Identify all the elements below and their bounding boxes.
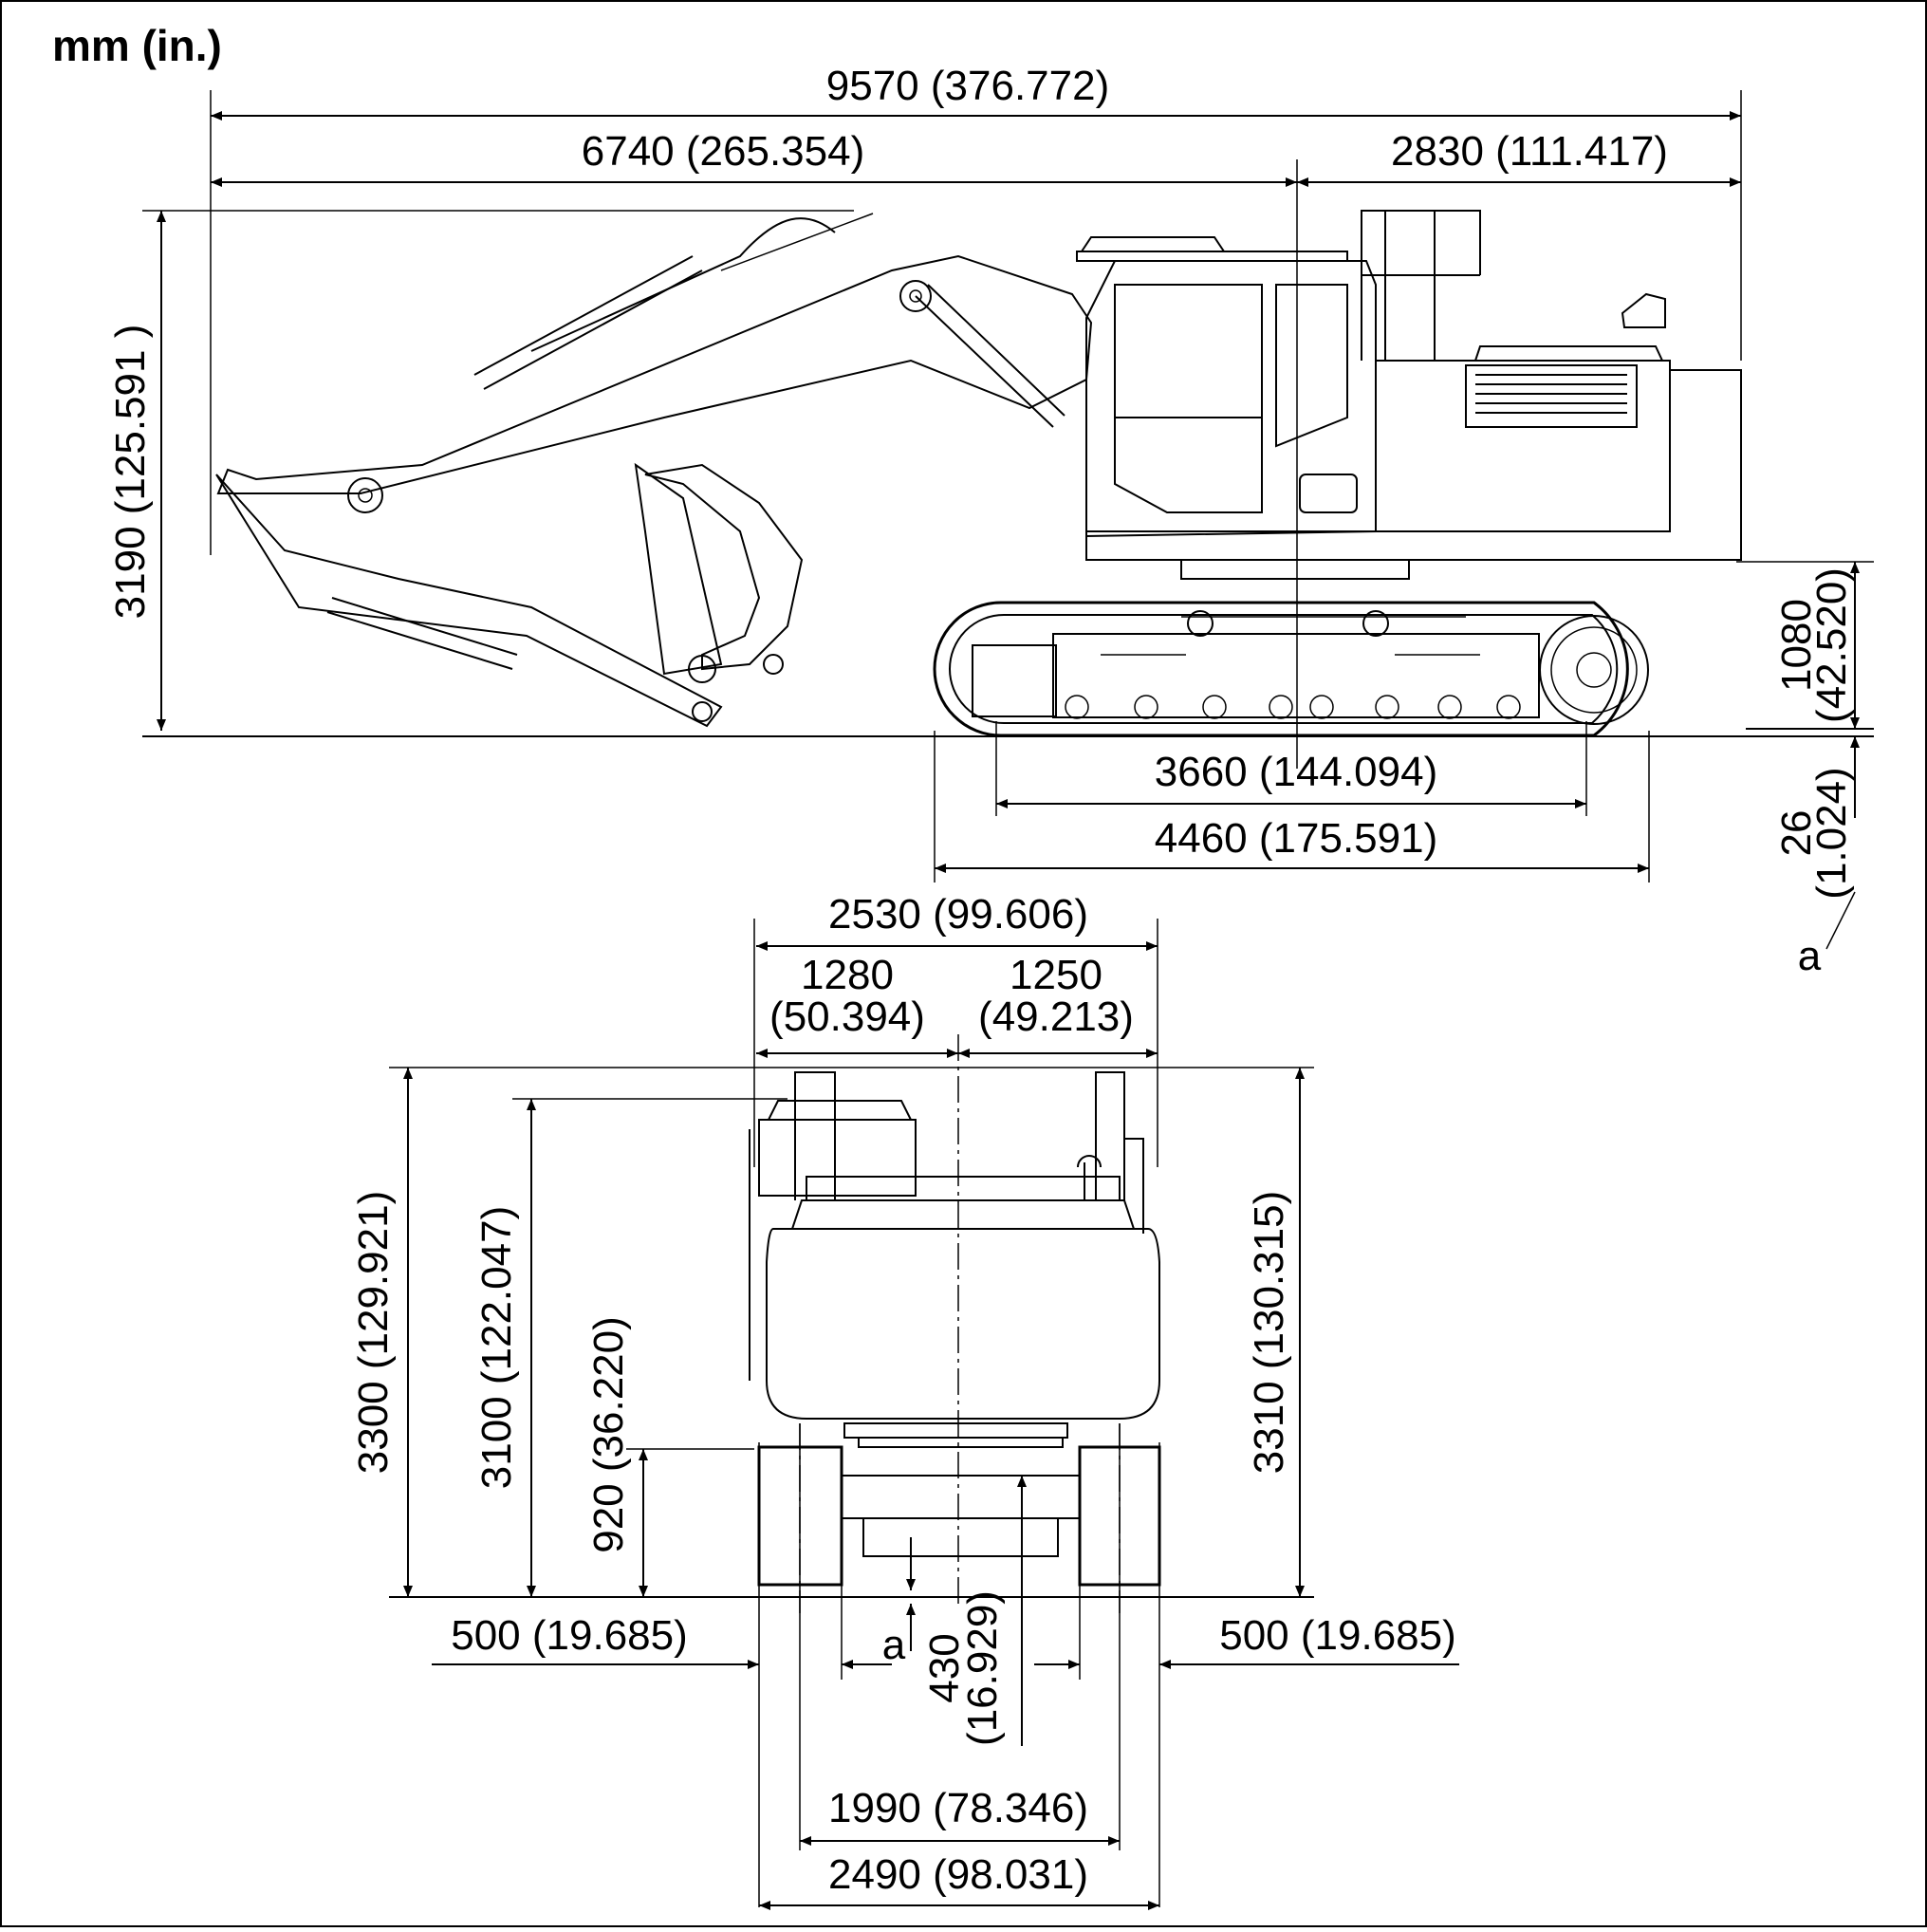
rear-view: 2530 (99.606) 1280 (50.394) 1250 (49.213… bbox=[350, 891, 1459, 1910]
unit-label: mm (in.) bbox=[52, 21, 222, 70]
dim-cw-height: 920 (36.220) bbox=[585, 1316, 632, 1553]
dim-front-length: 6740 (265.354) bbox=[582, 128, 864, 175]
dim-left-width-in: (50.394) bbox=[769, 994, 925, 1040]
dim-left-width-mm: 1280 bbox=[801, 952, 894, 998]
dim-track-width: 2490 (98.031) bbox=[828, 1851, 1088, 1898]
handrail-right bbox=[1095, 1071, 1125, 1200]
dim-height-right: 3310 (130.315) bbox=[1246, 1191, 1292, 1474]
excavator-side-drawing bbox=[215, 210, 1742, 737]
sprocket bbox=[1539, 615, 1649, 725]
handrail-left bbox=[794, 1071, 836, 1200]
dim-shoe-width-left: 500 (19.685) bbox=[451, 1612, 688, 1659]
track-right bbox=[1078, 1445, 1161, 1587]
track-left bbox=[757, 1445, 843, 1587]
dim-track-length: 4460 (175.591) bbox=[1155, 815, 1437, 862]
dim-right-width-mm: 1250 bbox=[1010, 952, 1102, 998]
dim-overall-width: 2530 (99.606) bbox=[828, 891, 1088, 938]
dim-height-cab: 3100 (122.047) bbox=[473, 1206, 520, 1489]
dim-ground-clearance-mm: 430 bbox=[921, 1633, 968, 1702]
dim-cw-clearance-in: (42.520) bbox=[1808, 567, 1855, 723]
dim-tumbler-distance: 3660 (144.094) bbox=[1155, 749, 1437, 795]
counterweight bbox=[766, 1228, 1160, 1420]
track-outline bbox=[933, 601, 1629, 737]
dim-track-gauge: 1990 (78.346) bbox=[828, 1785, 1088, 1831]
dim-shoe-width-right: 500 (19.685) bbox=[1219, 1612, 1456, 1659]
dim-height-handrail: 3300 (129.921) bbox=[350, 1191, 397, 1474]
excavator-rear-drawing bbox=[749, 1071, 1161, 1587]
dim-right-width-in: (49.213) bbox=[978, 994, 1134, 1040]
boom bbox=[216, 254, 1093, 494]
dim-grouser-mm: 26 bbox=[1773, 810, 1820, 857]
grouser-ref-side: a bbox=[1798, 933, 1822, 979]
dim-overall-length: 9570 (376.772) bbox=[826, 63, 1109, 109]
cab bbox=[1085, 260, 1377, 538]
dim-ground-clearance-in: (16.929) bbox=[959, 1590, 1006, 1746]
dim-grouser-in: (1.024) bbox=[1808, 767, 1855, 899]
grouser-ref-rear: a bbox=[882, 1622, 906, 1668]
side-view: 9570 (376.772) 6740 (265.354) 2830 (111.… bbox=[107, 63, 1874, 979]
dim-cw-clearance-mm: 1080 bbox=[1773, 599, 1820, 692]
dim-height: 3190 (125.591 ) bbox=[107, 325, 154, 620]
bucket bbox=[644, 463, 804, 671]
arm bbox=[215, 474, 723, 728]
dim-tail-length: 2830 (111.417) bbox=[1391, 128, 1668, 175]
